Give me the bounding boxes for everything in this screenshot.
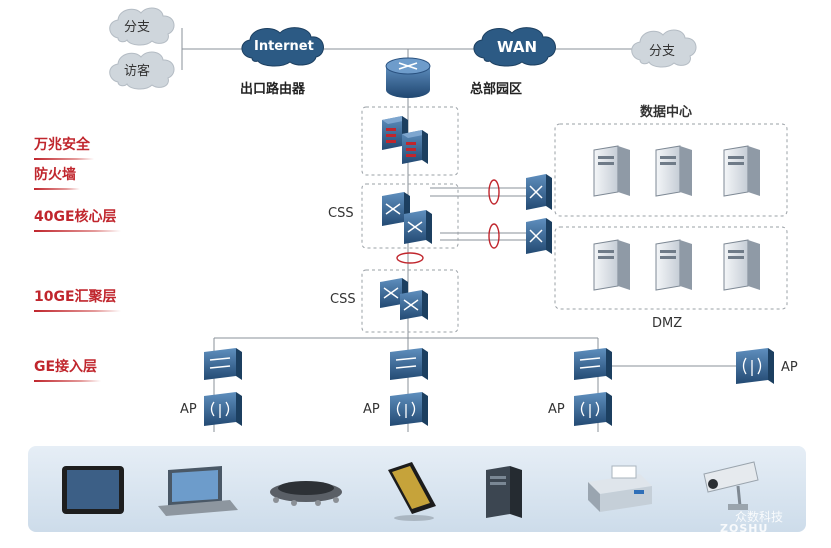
layer-label-firewall-2: 防火墙 [34,164,80,190]
layer-label-core: 40GE核心层 [34,206,121,232]
access-switch-icon [574,348,612,380]
branch-left-label: 分支 [124,20,151,35]
visitor-label: 访客 [124,64,151,79]
hq-campus-caption: 总部园区 [470,82,523,97]
layer-aggregation-text: 10GE汇聚层 [34,289,117,305]
dmz-group [554,226,788,310]
server-icon [723,239,760,291]
egress-router-caption: 出口路由器 [240,82,306,97]
datacenter-caption: 数据中心 [640,105,693,120]
tablet-icon [62,466,124,514]
server-icon [593,239,630,291]
lag-icon [488,223,500,249]
layer-access-text: GE接入层 [34,359,98,375]
ap-icon [204,392,242,426]
server-icon [655,145,692,197]
aggregation-switch-icon [400,290,428,320]
css-agg-caption: CSS [330,292,356,307]
layer-firewall-2-text: 防火墙 [34,167,76,183]
datacenter-group [554,123,788,217]
internet-label: Internet [254,39,314,54]
internet-cloud [241,27,324,67]
ap-icon [390,392,428,426]
egress-router-icon [385,57,431,98]
wan-cloud [473,27,556,67]
ap-caption-1: AP [180,402,197,417]
css-link-icon [396,252,424,264]
server-icon [723,145,760,197]
ap-caption-3: AP [548,402,565,417]
layer-label-access: GE接入层 [34,356,102,382]
server-icon [593,145,630,197]
aggregation-group [361,269,459,333]
access-switch-icon [204,348,242,380]
printer-icon [588,465,652,512]
wan-label: WAN [497,38,538,56]
core-switch-icon [404,210,432,244]
branch-right-label: 分支 [649,44,676,59]
firewall-icon [402,130,428,164]
ap-caption-4: AP [781,360,798,375]
firewall-icon [382,116,408,150]
server-icon [655,239,692,291]
access-switch-icon [390,348,428,380]
laptop-icon [158,466,238,516]
lag-icon [488,179,500,205]
layer-firewall-1-text: 万兆安全 [34,137,90,153]
layer-label-firewall-1: 万兆安全 [34,134,94,160]
firewall-group [361,106,459,176]
layer-label-aggregation: 10GE汇聚层 [34,286,121,312]
ap-icon [574,392,612,426]
dashed-groups [361,106,788,333]
dmz-caption: DMZ [652,316,683,331]
branch-left-cloud [109,7,175,46]
core-group [361,183,459,249]
link-aggregation-marks [396,179,500,264]
conference-phone-icon [270,481,342,506]
camera-icon [703,461,759,510]
server-tower-icon [486,466,522,518]
ap-icon [736,348,774,384]
branch-right-cloud [631,29,697,68]
smartphone-icon [388,462,436,521]
visitor-cloud [109,51,175,90]
layer-core-text: 40GE核心层 [34,209,117,225]
dmz-switch-icon [526,218,552,254]
dc-switch-icon [526,174,552,210]
watermark-line1: 众数科技 [735,510,784,524]
ap-caption-2: AP [363,402,380,417]
watermark-line2: ZOSHU [720,522,769,535]
css-core-caption: CSS [328,206,354,221]
